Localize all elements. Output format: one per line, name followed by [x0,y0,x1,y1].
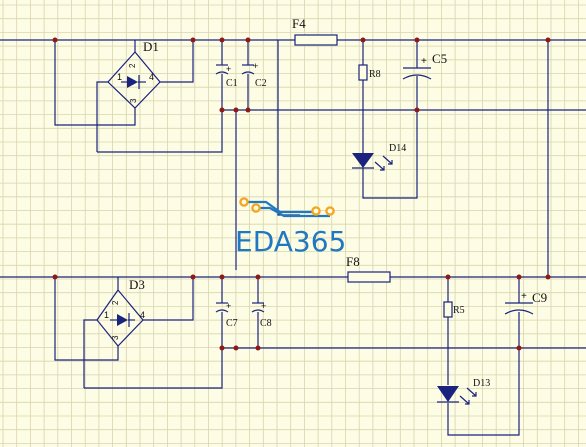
plus-sign: + [421,56,427,67]
capacitor-c9: + C9 [504,290,547,315]
plus-sign: + [261,301,266,311]
capacitor-c1: + C1 [215,64,238,89]
label-d1: D1 [143,39,159,54]
label-f8: F8 [346,254,360,269]
pin-label: 2 [128,63,137,68]
pin-label: 2 [111,300,120,305]
bridge-rectifier-d1: D1 1 2 3 4 [107,39,161,109]
junctions [52,37,551,351]
resistor-r5: R5 [443,301,465,318]
label-c9: C9 [532,290,547,305]
label-c1: C1 [226,78,238,89]
label-c5: C5 [432,51,447,66]
label-d14: D14 [389,143,406,154]
led-d13: D13 [437,378,490,405]
label-d13: D13 [473,378,490,389]
bridge-rectifier-d3: D3 1 2 3 4 [96,277,145,347]
pin-label: 4 [140,310,145,320]
label-r8: R8 [369,69,381,80]
capacitor-c8: + C8 [251,301,272,329]
pin-label: 3 [111,335,120,340]
plus-sign: + [226,64,231,74]
pin-label: 1 [117,72,122,82]
label-r5: R5 [453,305,465,316]
label-f4: F4 [292,16,306,31]
fuse-f8: F8 [346,254,391,283]
led-d14: D14 [352,143,406,171]
capacitor-c7: + C7 [215,301,238,329]
capacitor-c2: + C2 [241,61,267,89]
eda365-logo: EDA365 [235,197,346,258]
bottom-wiring [0,276,586,436]
fuse-f4: F4 [292,16,338,46]
label-c8: C8 [260,318,272,329]
label-d3: D3 [129,277,145,292]
label-c7: C7 [226,318,238,329]
plus-sign: + [253,61,258,71]
watermark-text: EDA365 [235,225,346,258]
pin-label: 4 [149,72,154,82]
plus-sign: + [521,291,527,302]
capacitor-c5: + C5 [402,51,447,80]
label-c2: C2 [255,78,267,89]
resistor-r8: R8 [358,64,381,81]
pin-label: 3 [129,98,138,103]
pin-label: 1 [104,310,109,320]
plus-sign: + [226,301,231,311]
